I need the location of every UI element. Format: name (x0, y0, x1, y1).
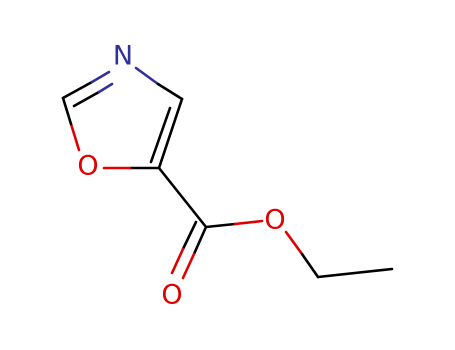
atom-ester-oxygen-label: O (264, 205, 285, 236)
bond-n3-c4 (134, 66, 184, 101)
bond-ester-oxygen-ch2 (284, 230, 320, 279)
atom-nitrogen-label: N (113, 41, 133, 72)
atom-carbonyl-oxygen-label: O (161, 280, 182, 311)
bond-c2-n3 (61, 70, 114, 108)
bond-ch2-ch3 (316, 267, 394, 279)
bond-carbonyl-double (170, 220, 208, 280)
atom-ring-oxygen-label: O (77, 151, 98, 182)
bond-c4-c5 (149, 97, 184, 170)
bond-carbonyl-ester-oxygen (204, 219, 264, 229)
bond-c5-carbonyl-carbon (157, 166, 208, 229)
bond-o1-c2 (61, 96, 81, 152)
